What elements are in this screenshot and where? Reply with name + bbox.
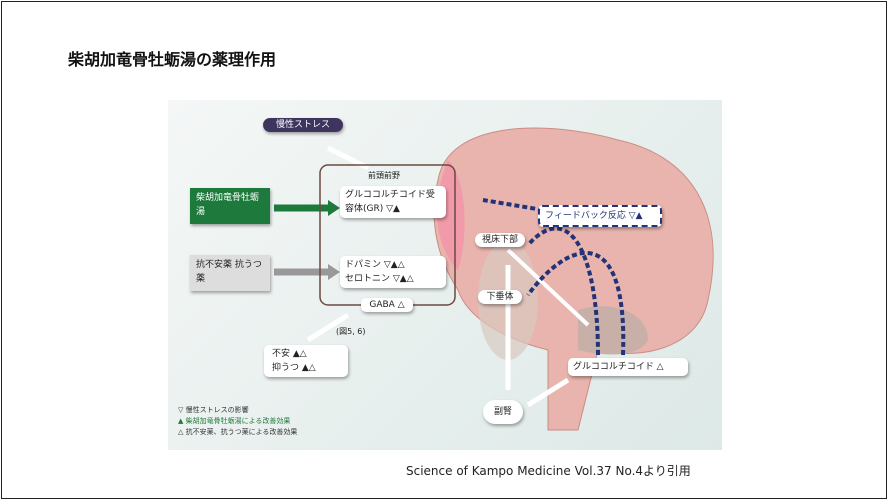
chronic-stress-badge: 慢性ストレス xyxy=(263,118,343,132)
adrenal: 副腎 xyxy=(483,400,523,424)
legend: ▽ 慢性ストレスの影響 ▲ 柴胡加竜骨牡蛎湯による改善効果 △ 抗不安薬、抗うつ… xyxy=(178,405,297,438)
gaba-box: GABA △ xyxy=(361,298,413,312)
diagram: 慢性ストレス 柴胡加竜骨牡蛎湯 抗不安薬 抗うつ薬 前頭前野 グルココルチコイド… xyxy=(168,100,722,450)
legend-stress: ▽ 慢性ストレスの影響 xyxy=(178,406,249,414)
gr-box: グルココルチコイド受容体(GR) ▽▲ xyxy=(340,186,446,218)
feedback-box: フィードバック反応 ▽▲ xyxy=(538,205,662,227)
legend-herb: ▲ 柴胡加竜骨牡蛎湯による改善効果 xyxy=(178,417,291,425)
symptoms-box: 不安 ▲△ 抑うつ ▲△ xyxy=(264,345,348,377)
pfc-label: 前頭前野 xyxy=(368,171,400,180)
drugs-box: 抗不安薬 抗うつ薬 xyxy=(190,255,270,291)
dopamine: ドパミン ▽▲△ xyxy=(345,260,405,270)
serotonin: セロトニン ▽▲△ xyxy=(345,274,414,284)
pituitary: 下垂体 xyxy=(478,290,522,304)
anxiety: 不安 ▲△ xyxy=(272,349,307,359)
herb-box: 柴胡加竜骨牡蛎湯 xyxy=(190,188,270,224)
figure-ref: (図5, 6) xyxy=(336,327,366,336)
hypothalamus: 視床下部 xyxy=(475,233,525,247)
legend-drugs: △ 抗不安薬、抗うつ薬による改善効果 xyxy=(178,428,298,436)
depression: 抑うつ ▲△ xyxy=(272,363,316,373)
monoamine-box: ドパミン ▽▲△ セロトニン ▽▲△ xyxy=(340,256,446,288)
glucocorticoid-box: グルココルチコイド △ xyxy=(568,358,688,376)
citation: Science of Kampo Medicine Vol.37 No.4より引… xyxy=(406,464,691,478)
slide-title: 柴胡加竜骨牡蛎湯の薬理作用 xyxy=(68,50,277,69)
